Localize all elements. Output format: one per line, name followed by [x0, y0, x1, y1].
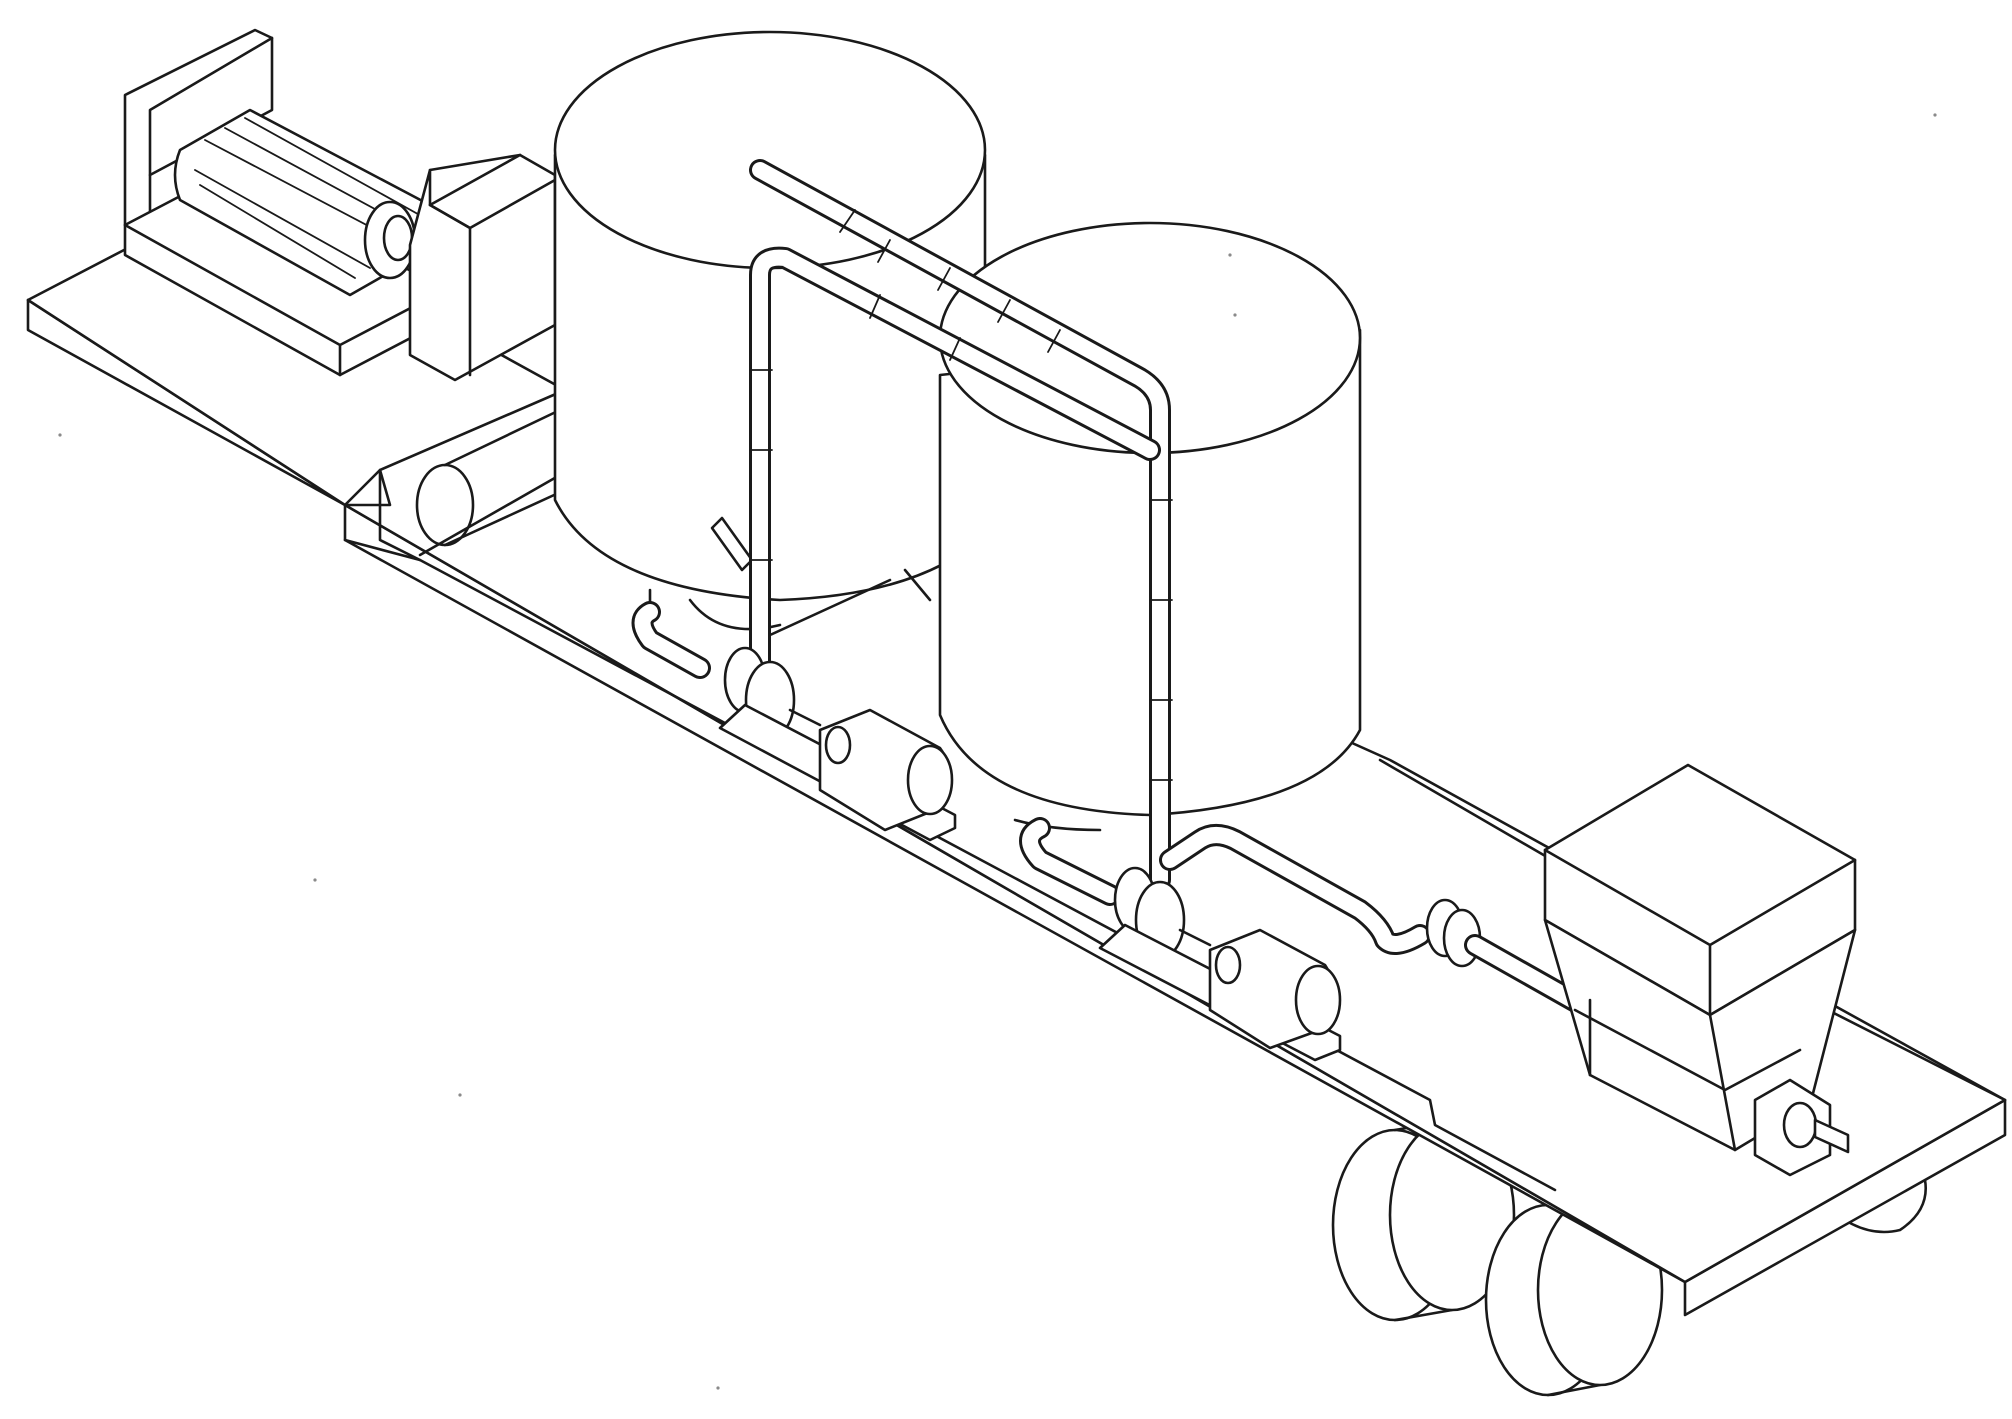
engine-gearbox — [408, 153, 557, 382]
tank-rear-stand — [648, 568, 932, 637]
overhead-piping — [749, 159, 1173, 891]
engine-unit — [123, 28, 557, 382]
pump-front — [1019, 817, 1342, 1062]
scan-specks — [58, 113, 1937, 1390]
tank-rear-top — [553, 30, 987, 270]
mixing-hopper — [1543, 763, 1857, 1177]
underdeck-cylinder — [415, 408, 567, 557]
pump-rear — [631, 601, 957, 842]
